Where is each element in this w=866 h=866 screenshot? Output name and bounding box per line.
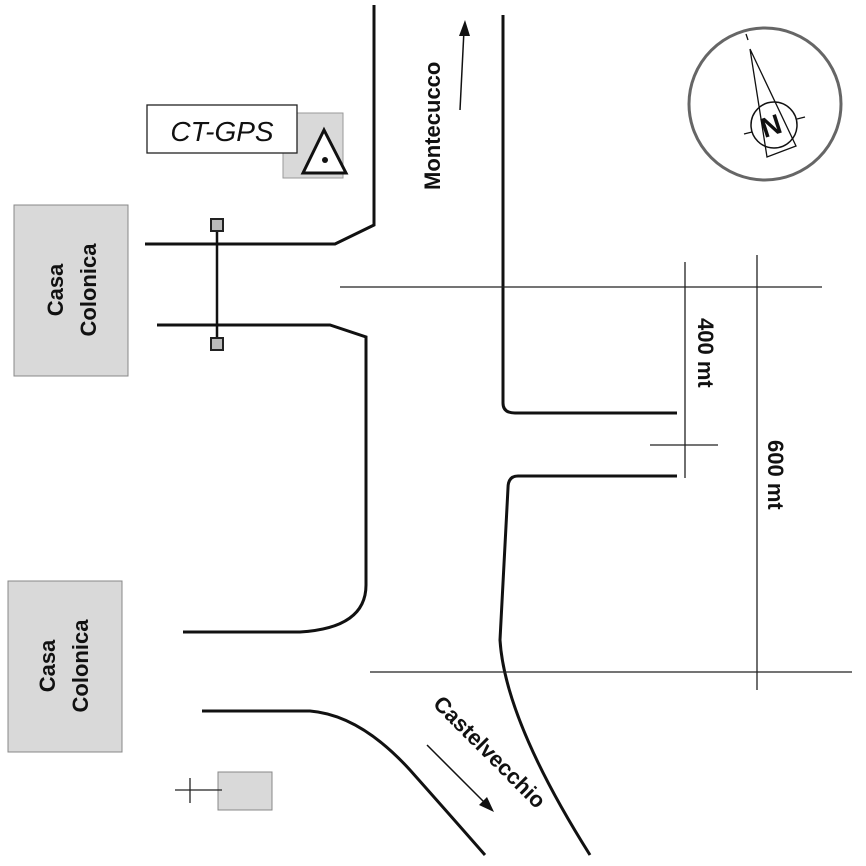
gps-point-icon xyxy=(322,157,328,163)
road-top-left xyxy=(145,5,376,246)
compass-icon: N xyxy=(687,26,843,182)
north-arrowhead-icon xyxy=(459,20,470,36)
distance-600-label: 600 mt xyxy=(763,440,788,510)
south-arrow-line xyxy=(426,744,487,805)
house-bottom-label-2: Colonica xyxy=(68,619,93,713)
road-bottom-left xyxy=(202,709,487,856)
montecucco-label: Montecucco xyxy=(420,62,445,190)
gps-label: CT-GPS xyxy=(170,116,274,147)
road-right-lower xyxy=(498,474,677,856)
house-top-label-2: Colonica xyxy=(76,243,101,337)
gps-triangle-icon xyxy=(300,126,349,175)
gps-label-box xyxy=(146,104,298,154)
barrier-post xyxy=(210,337,224,351)
south-arrowhead-icon xyxy=(479,797,494,812)
house-top-label-1: Casa xyxy=(43,263,68,316)
distance-400-label: 400 mt xyxy=(693,318,718,388)
road-right-upper xyxy=(501,15,677,415)
building-top xyxy=(13,204,129,377)
north-arrow-line xyxy=(459,29,465,111)
road-mid-left xyxy=(157,323,368,634)
house-bottom-label-1: Casa xyxy=(35,639,60,692)
small-structure xyxy=(217,771,273,811)
barrier-post xyxy=(210,218,224,232)
building-bottom xyxy=(7,580,123,753)
